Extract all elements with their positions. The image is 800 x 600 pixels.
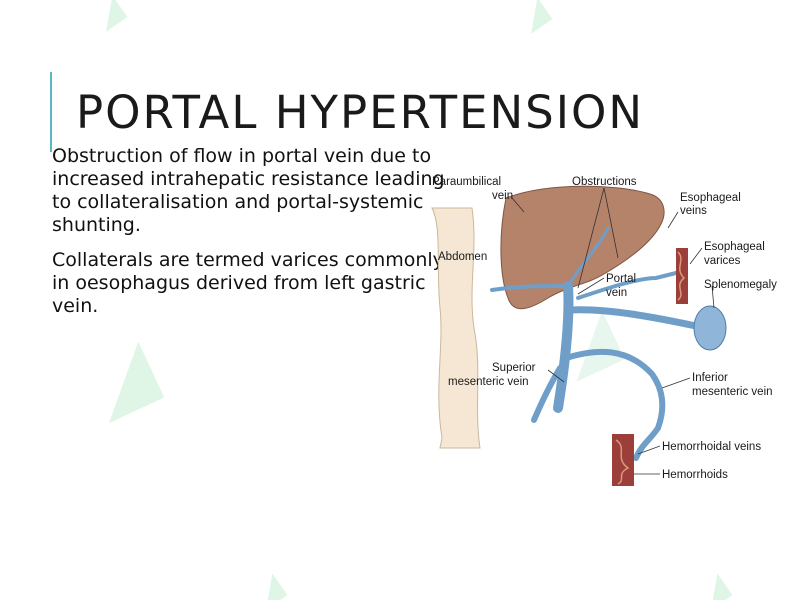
label-esophageal-varices-2: varices <box>704 255 741 267</box>
label-paraumbilical: Paraumbilical <box>432 176 501 188</box>
slide-body: Obstruction of flow in portal vein due t… <box>52 145 462 330</box>
watermark-mark: ◢ <box>85 0 131 36</box>
leader-lines <box>511 187 715 475</box>
watermark-mark: ◢ <box>73 321 169 432</box>
slide-title: PORTAL HYPERTENSION <box>76 86 645 139</box>
paragraph-collaterals: Collaterals are termed varices commonly … <box>52 249 444 317</box>
paragraph-obstruction: Obstruction of flow in portal vein due t… <box>52 145 445 236</box>
hemorrhoids <box>612 434 634 486</box>
title-accent-bar <box>50 72 52 152</box>
watermark-mark: ◢ <box>245 566 291 600</box>
label-abdomen: Abdomen <box>438 251 487 263</box>
liver <box>500 185 665 310</box>
label-splenomegaly: Splenomegaly <box>704 279 777 291</box>
label-superior: Superior <box>492 362 536 374</box>
label-esophageal-veins: Esophageal <box>680 192 741 204</box>
label-superior-mesenteric-vein: mesenteric vein <box>448 376 529 388</box>
label-portal: Portal <box>606 273 636 285</box>
label-esophageal-varices: Esophageal <box>704 241 765 253</box>
portal-hypertension-diagram: Paraumbilical vein Obstructions Esophage… <box>428 168 794 490</box>
label-inferior: Inferior <box>692 372 728 384</box>
label-hemorrhoidal-veins: Hemorrhoidal veins <box>662 441 761 453</box>
label-obstructions: Obstructions <box>572 176 637 188</box>
label-esophageal-veins-2: veins <box>680 205 707 217</box>
label-inferior-mesenteric-vein: mesenteric vein <box>692 386 773 398</box>
watermark-mark: ◢ <box>690 566 736 600</box>
diagram-svg: Paraumbilical vein Obstructions Esophage… <box>431 176 777 486</box>
label-hemorrhoids: Hemorrhoids <box>662 469 728 481</box>
portal-venous-system <box>490 226 700 461</box>
abdomen-wall <box>431 207 481 449</box>
label-paraumbilical-vein: vein <box>492 190 513 202</box>
label-portal-vein: vein <box>606 287 627 299</box>
watermark-mark: ◢ <box>510 0 556 38</box>
spleen <box>693 305 727 351</box>
